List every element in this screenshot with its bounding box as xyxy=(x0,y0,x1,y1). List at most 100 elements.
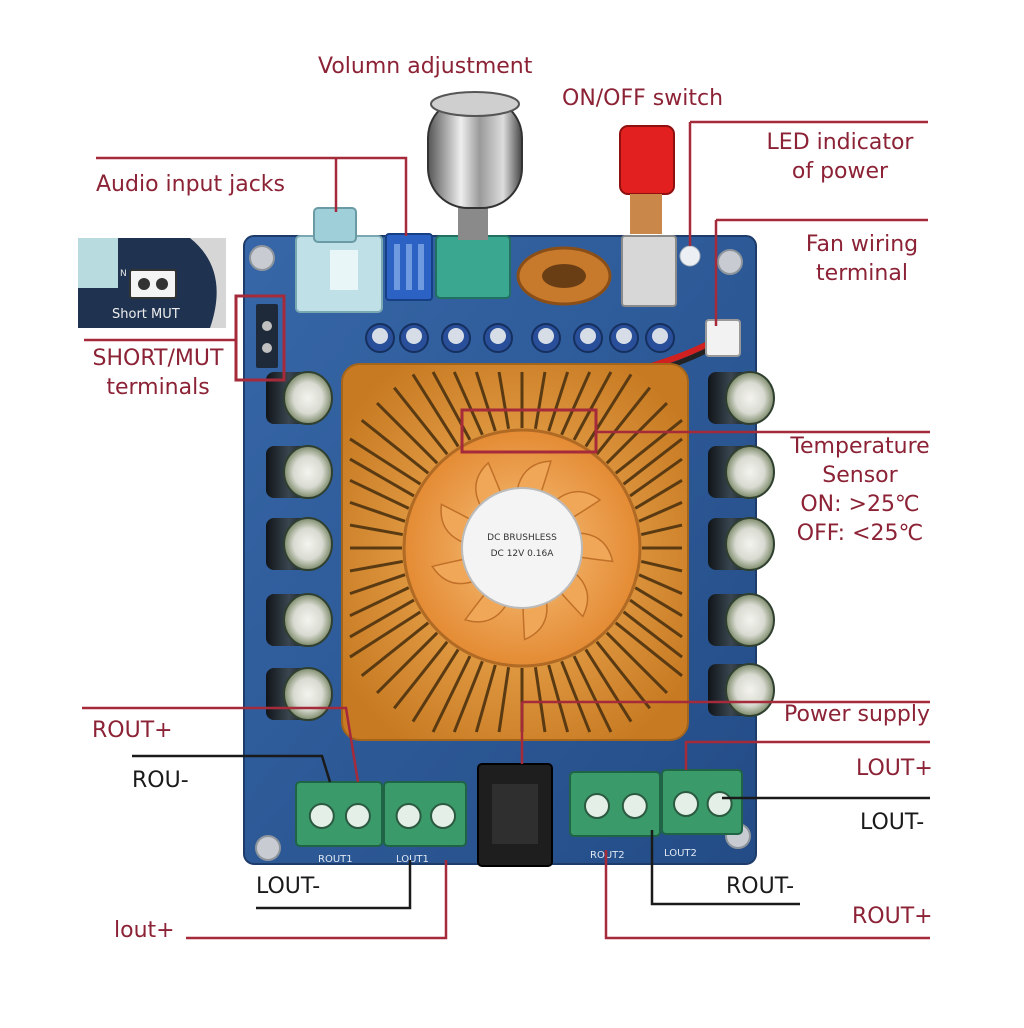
label-fan-line2: terminal xyxy=(816,261,908,287)
heatsink-fin xyxy=(411,648,460,723)
heatsink-fin xyxy=(375,631,439,695)
heatsink-fin xyxy=(393,640,449,710)
heatsink-fin xyxy=(375,401,439,465)
terminal-screw xyxy=(430,803,457,829)
heatsink-fin xyxy=(629,598,683,639)
label-short-line1: SHORT/MUT xyxy=(92,346,224,371)
label-lout-minus-bottom: LOUT- xyxy=(256,874,321,899)
capacitor-top xyxy=(725,371,775,425)
heatsink-fin xyxy=(497,371,511,430)
heatsink-fin xyxy=(595,640,651,710)
label-led: LED indicator of power xyxy=(760,128,920,186)
short-mut-header xyxy=(234,294,286,382)
label-rou-minus-left: ROU- xyxy=(132,768,189,793)
label-fan-line1: Fan wiring xyxy=(805,232,919,257)
heatsink-fin xyxy=(349,586,410,618)
heatsink-fins xyxy=(349,371,683,733)
terminal-screw xyxy=(673,791,699,817)
small-capacitor-top xyxy=(538,328,554,344)
label-temp-line2: Sensor xyxy=(822,463,898,489)
label-lout-plus-right: LOUT+ xyxy=(856,756,933,781)
small-capacitor-top xyxy=(652,328,668,344)
heatsink-fin xyxy=(349,478,410,510)
silk-lout2: LOUT2 xyxy=(664,848,697,859)
heatsink-fin xyxy=(411,373,460,448)
label-volume: Volumn adjustment xyxy=(318,54,533,79)
heatsink-fin xyxy=(349,500,406,523)
terminal-screw xyxy=(344,803,371,829)
heatsink-fin xyxy=(533,667,547,733)
heatsink-fin xyxy=(584,648,633,723)
heatsink-fin xyxy=(638,573,683,595)
heatsink-fin xyxy=(560,660,592,733)
power-supply-jack xyxy=(477,763,553,867)
capacitor-top xyxy=(283,371,333,425)
label-fan: Fan wiring terminal xyxy=(782,230,942,288)
heatsink-fin xyxy=(622,437,683,486)
line-rout-plus-bottom xyxy=(604,850,930,940)
silkscreen-labels: ROUT1 LOUT1 ROUT2 LOUT2 xyxy=(318,848,697,865)
heatsink-fin xyxy=(349,559,404,573)
heatsink-fin xyxy=(572,655,613,733)
heatsink-fin xyxy=(431,655,472,733)
heatsink-fin xyxy=(533,371,547,430)
small-capacitor-top xyxy=(580,328,596,344)
heatsink-fin xyxy=(547,371,570,432)
heatsink-fin xyxy=(634,479,683,510)
capacitor-top xyxy=(283,517,333,571)
large-capacitors xyxy=(266,371,775,721)
output-terminals xyxy=(295,769,743,847)
label-lout-minus-right: LOUT- xyxy=(860,810,925,835)
terminal-screw xyxy=(308,803,335,829)
label-onoff: ON/OFF switch xyxy=(562,86,724,111)
label-temp-on: ON: >25℃ xyxy=(800,492,920,518)
heatsink-fin xyxy=(560,371,592,436)
line-rout-plus-left xyxy=(82,706,360,783)
toroid-inductor xyxy=(516,246,612,306)
heatsink-fin xyxy=(452,371,484,436)
small-capacitor-top xyxy=(616,328,632,344)
label-rout-plus-bottom: ROUT+ xyxy=(852,904,933,929)
capacitor-top xyxy=(283,593,333,647)
heatsink-fin xyxy=(584,373,633,448)
silk-lout1: LOUT1 xyxy=(396,854,429,865)
fan-label-2: DC 12V 0.16A xyxy=(491,549,555,559)
inset-short-mut-label: Short MUT xyxy=(112,307,180,322)
capacitor-top xyxy=(725,445,775,499)
small-capacitor-top xyxy=(448,328,464,344)
terminal-screw xyxy=(584,793,610,819)
heatsink-fin xyxy=(474,664,497,733)
heatsink-fin xyxy=(595,386,651,456)
terminal-block xyxy=(383,781,467,847)
inset-n-label: N xyxy=(120,269,127,279)
small-capacitor-top xyxy=(406,328,422,344)
volume-knob xyxy=(427,91,523,299)
heatsink-fin xyxy=(634,586,683,617)
line-lout-minus-bottom xyxy=(256,860,412,910)
label-rout-minus-bottom: ROUT- xyxy=(726,874,795,899)
terminal-block xyxy=(295,781,383,847)
heatsink-fin xyxy=(431,371,472,441)
terminal-block xyxy=(569,771,661,837)
on-off-switch xyxy=(619,125,701,307)
heatsink-fin xyxy=(605,631,669,695)
line-audio-header xyxy=(96,156,408,236)
short-mut-inset: N Short MUT xyxy=(78,238,226,328)
heatsink-fin xyxy=(349,457,415,498)
line-rout-minus-bottom xyxy=(650,830,800,906)
small-capacitor-top xyxy=(490,328,506,344)
small-capacitor-row xyxy=(365,323,675,353)
silk-rout2: ROUT2 xyxy=(590,850,625,861)
small-capacitor-top xyxy=(372,328,388,344)
heatsink-fin xyxy=(572,371,613,441)
label-led-line1: LED indicator xyxy=(766,130,914,155)
heatsink-fin xyxy=(622,610,683,659)
audio-header-connector xyxy=(385,233,433,301)
terminal-screw xyxy=(621,793,648,819)
capacitor-top xyxy=(725,517,775,571)
heatsink-fin xyxy=(614,621,683,677)
heatsink-fin xyxy=(360,419,430,475)
label-led-line2: of power xyxy=(791,159,889,185)
